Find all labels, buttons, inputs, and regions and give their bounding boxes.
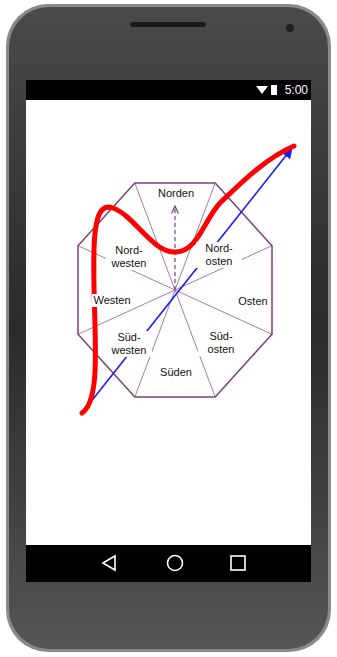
screen-content: [26, 100, 311, 545]
blue-arrow: [82, 148, 292, 413]
direction-label: Westen: [92, 294, 131, 307]
battery-icon: [271, 85, 277, 95]
north-arrow: [174, 206, 175, 290]
sector-line: [175, 290, 215, 397]
direction-sector: Nord- osten: [196, 242, 242, 268]
back-button: [103, 556, 115, 570]
camera-dot: [286, 24, 294, 32]
screen-frame: [26, 80, 311, 582]
direction-label: Nord- westen: [106, 244, 152, 270]
red-curve: [82, 146, 294, 413]
compass-rose: [78, 183, 272, 397]
direction-label: Süd- osten: [198, 330, 244, 356]
direction-label: Süd- westen: [106, 331, 152, 357]
recents-button: [231, 556, 245, 570]
direction-sector: Nord- westen: [106, 244, 152, 270]
wifi-icon: [256, 86, 268, 94]
direction-sector: Süd- westen: [106, 331, 152, 357]
phone-rim: [6, 4, 331, 652]
status-time: 5:00: [285, 83, 308, 97]
phone-body: [9, 7, 328, 649]
sector-line: [175, 246, 272, 290]
direction-sector: Süden: [159, 366, 193, 379]
direction-sector: Westen: [92, 294, 131, 307]
direction-sector: Norden: [157, 187, 195, 200]
direction-sector: Süd- osten: [198, 330, 244, 356]
direction-label: Norden: [157, 187, 195, 200]
direction-label: Nord- osten: [196, 242, 242, 268]
direction-label: Süden: [159, 366, 193, 379]
octagon-outline: [78, 183, 272, 397]
direction-label: Osten: [237, 295, 268, 308]
home-button: [168, 556, 183, 571]
direction-sector: Osten: [237, 295, 268, 308]
speaker-slot: [130, 22, 206, 27]
